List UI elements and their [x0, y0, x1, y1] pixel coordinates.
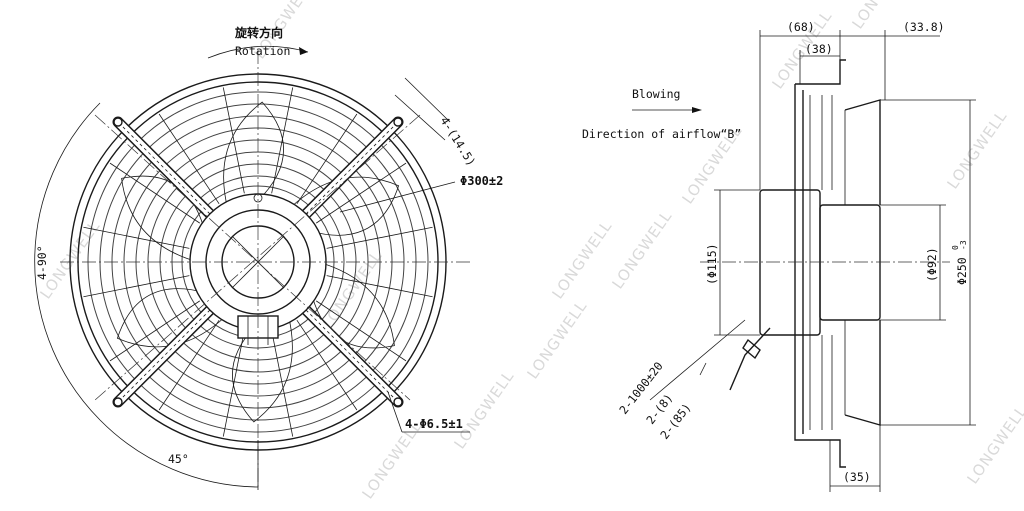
dim-line [649, 319, 746, 401]
guard-spoke [296, 319, 358, 411]
watermark: LONGWELL [964, 402, 1024, 487]
cable-gland [742, 338, 761, 360]
arm-slot [301, 121, 399, 219]
center-line-diag [94, 114, 421, 401]
guard-spoke [83, 226, 190, 249]
airflow-arrowhead [692, 107, 702, 113]
dim-arc-45 [99, 419, 259, 488]
mount-hole [393, 397, 403, 407]
watermark: LONGWELL [451, 367, 518, 452]
guard-spoke [315, 300, 407, 362]
dim-250: Φ250 [955, 257, 969, 285]
dim-arc-4x90 [34, 102, 101, 421]
airflow-label: Direction of airflow“B” [582, 127, 741, 141]
watermark: LONGWELL [524, 297, 591, 382]
dim-line [404, 77, 451, 123]
dim-33-8: (33.8) [903, 20, 945, 34]
guard-spoke [326, 226, 433, 249]
dim-diameter-300: Φ300±2 [460, 174, 503, 188]
rotation-arrowhead [299, 47, 308, 55]
front-view: 旋转方向 Rotation 4-90° 45° 4-(14.5) Φ300±2 … [34, 25, 503, 490]
arm-slot [117, 305, 215, 403]
guard-spoke [109, 162, 201, 224]
guard-spoke [222, 87, 245, 194]
dim-angle-45: 45° [168, 452, 189, 466]
dim-leader [387, 391, 403, 433]
watermark: LONGWELL [609, 207, 676, 292]
mounting-arms [112, 116, 404, 408]
mount-hole [393, 117, 403, 127]
rotation-arrow [207, 45, 309, 59]
blowing-label: Blowing [632, 87, 680, 101]
motor-body [759, 189, 821, 336]
motor-front [819, 204, 881, 321]
arm-slot [301, 305, 399, 403]
guard-spoke [158, 319, 220, 411]
dim-115: (Φ115) [705, 243, 719, 285]
dim-68: (68) [787, 20, 815, 34]
guard-spoke [326, 275, 433, 298]
guard-spoke [222, 330, 245, 437]
guard-spoke [109, 300, 201, 362]
mounting-arm [112, 300, 220, 408]
fan-blade [116, 288, 229, 348]
arm-slot [117, 121, 215, 219]
center-line-diag [94, 114, 411, 401]
guard-frame [794, 68, 841, 455]
dim-leader [339, 181, 456, 213]
mounting-arm [296, 300, 404, 408]
dim-holes: 4-Φ6.5±1 [405, 417, 463, 431]
watermark: LONGWELL [549, 217, 616, 302]
dim-250-tol-dn: -3 [959, 240, 968, 250]
guard-spokes [83, 87, 433, 437]
cable [729, 327, 771, 391]
guard-spoke [158, 113, 220, 205]
mount-foot [839, 455, 846, 468]
dim-250-tol-up: 0 [951, 245, 960, 250]
dim-angle-4x90: 4-90° [35, 245, 49, 280]
mount-hole [113, 117, 123, 127]
dim-line [394, 94, 446, 141]
blade-profile [844, 99, 881, 426]
fan-blades [116, 101, 400, 423]
dim-38: (38) [805, 42, 833, 56]
dim-35: (35) [843, 470, 871, 484]
mount-hole [113, 397, 123, 407]
guard-spoke [271, 330, 294, 437]
mount-foot [839, 59, 846, 68]
guard-spoke [83, 275, 190, 298]
dim-slot-width: 4-(14.5) [437, 114, 478, 168]
fan-blade [223, 101, 284, 211]
guard-spoke [315, 162, 407, 224]
fan-blade [287, 176, 400, 236]
guard-spoke [271, 87, 294, 194]
rotation-label-cn: 旋转方向 [234, 25, 283, 40]
guard-spoke [296, 113, 358, 205]
watermark: LONGWELL [944, 107, 1011, 192]
dim-92: (Φ92) [925, 247, 939, 282]
fan-blade [232, 313, 293, 423]
cable-strip [699, 362, 707, 376]
